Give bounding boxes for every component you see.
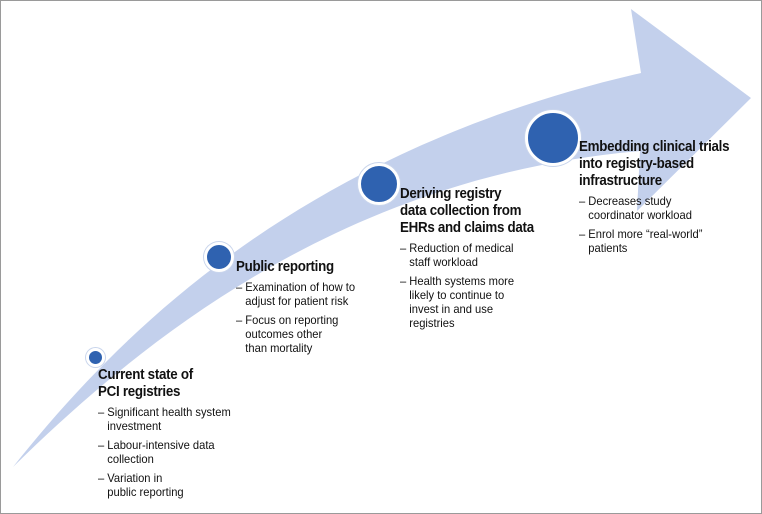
stage-point-line: Health systems more: [409, 274, 515, 288]
stage-point-line: Variation in: [107, 471, 163, 485]
stage-point-line: public reporting: [107, 485, 184, 499]
stage-point-line: Focus on reporting: [245, 313, 339, 327]
stage-title-line: Embedding clinical trials: [579, 139, 730, 155]
stage-point: – Focus on reporting outcomes other than…: [236, 313, 355, 355]
stage-point-line: Labour-intensive data: [107, 438, 215, 452]
stage-points: – Examination of how to adjust for patie…: [236, 280, 364, 355]
stage-point-line: staff workload: [409, 255, 478, 269]
stage-points: – Reduction of medical staff workload – …: [400, 241, 546, 330]
stage-point: – Decreases study coordinator workload: [579, 194, 731, 222]
stage-point-line: investment: [107, 419, 162, 433]
stage-point-line: than mortality: [245, 341, 313, 355]
stage-title: Public reporting: [236, 259, 354, 276]
stage-embedding-trials: Embedding clinical trials into registry-…: [579, 139, 742, 260]
stage-points: – Significant health system investment –…: [98, 405, 241, 499]
stage-point-line: registries: [409, 316, 455, 330]
stage-title-line: EHRs and claims data: [400, 220, 534, 236]
stage-point-line: Decreases study: [588, 194, 672, 208]
stage-point: – Labour-intensive data collection: [98, 438, 231, 466]
stage-title-line: PCI registries: [98, 384, 181, 400]
stage-point: – Enrol more “real-world” patients: [579, 227, 731, 255]
stage-public-reporting: Public reporting – Examination of how to…: [236, 259, 364, 360]
stage-point-line: likely to continue to: [409, 288, 505, 302]
stage-point: – Reduction of medical staff workload: [400, 241, 535, 269]
stage-point: – Examination of how to adjust for patie…: [236, 280, 356, 308]
stage-point-line: Significant health system: [107, 405, 231, 419]
stage-marker-embedding-trials: [525, 110, 581, 166]
stage-points: – Decreases study coordinator workload –…: [579, 194, 742, 255]
stage-point: – Variation in public reporting: [98, 471, 231, 499]
stage-point-line: adjust for patient risk: [245, 294, 349, 308]
stage-point-line: invest in and use: [409, 302, 494, 316]
stage-marker-current-state: [86, 348, 105, 367]
stage-point-line: coordinator workload: [588, 208, 692, 222]
stage-point-line: Reduction of medical: [409, 241, 514, 255]
stage-point-line: Enrol more “real-world”: [588, 227, 703, 241]
stage-deriving-registry: Deriving registry data collection from E…: [400, 186, 546, 335]
stage-marker-public-reporting: [204, 242, 234, 272]
stage-title-line: Current state of: [98, 367, 193, 383]
stage-point: – Significant health system investment: [98, 405, 231, 433]
stage-point-line: Examination of how to: [245, 280, 356, 294]
stage-title-line: Public reporting: [236, 259, 334, 275]
stage-title-line: into registry-based: [579, 156, 694, 172]
stage-point-line: collection: [107, 452, 154, 466]
stage-title: Current state of PCI registries: [98, 367, 229, 401]
stage-title-line: data collection from: [400, 203, 522, 219]
stage-current-state: Current state of PCI registries – Signif…: [98, 367, 241, 504]
stage-point-line: patients: [588, 241, 628, 255]
stage-marker-deriving-registry: [358, 163, 400, 205]
stage-title: Embedding clinical trials into registry-…: [579, 139, 730, 190]
stage-title: Deriving registry data collection from E…: [400, 186, 534, 237]
stage-point-line: outcomes other: [245, 327, 323, 341]
stage-point: – Health systems more likely to continue…: [400, 274, 535, 330]
stage-title-line: infrastructure: [579, 173, 662, 189]
stage-title-line: Deriving registry: [400, 186, 502, 202]
